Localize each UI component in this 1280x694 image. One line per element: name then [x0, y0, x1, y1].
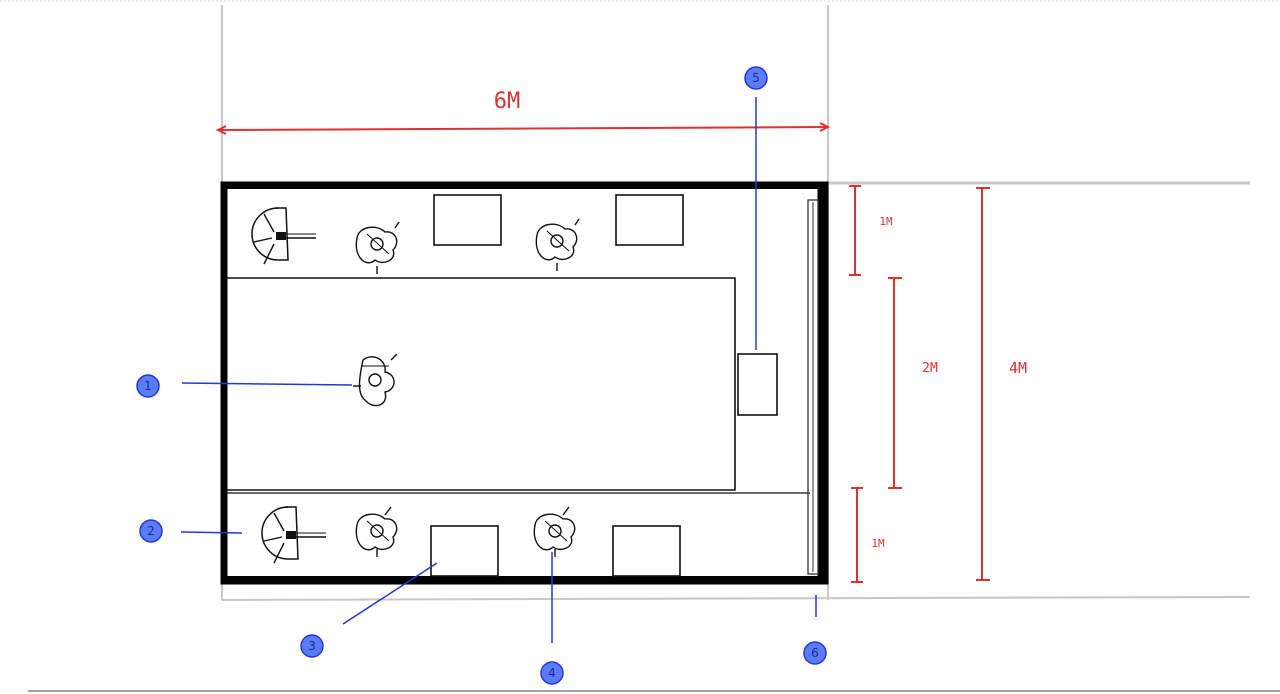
callout-marker-2: 2	[139, 519, 163, 543]
window-glazing	[807, 199, 819, 575]
callout-marker-6: 6	[803, 641, 827, 665]
callout-label-3: 3	[308, 639, 316, 653]
armchair-icon	[251, 207, 316, 265]
armchair-icon	[261, 506, 326, 564]
callout-leaders	[180, 97, 817, 643]
aisle-dimension-label: 2M	[922, 361, 938, 376]
callout-marker-3: 3	[300, 634, 324, 658]
desk-bottom-1	[430, 525, 499, 577]
chair-icon	[533, 506, 576, 557]
top-strip-dimension-label: 1M	[879, 215, 893, 228]
chair-icon	[355, 221, 400, 274]
corridor-bottom-line	[221, 596, 1251, 601]
cabinet-box	[737, 353, 778, 416]
desk-top-2	[615, 194, 684, 246]
width-dimension-label: 6M	[494, 89, 521, 114]
leader-2	[180, 531, 243, 534]
depth-dimension-label: 4M	[1009, 359, 1027, 377]
callout-marker-5: 5	[744, 66, 768, 90]
callout-label-5: 5	[752, 71, 760, 85]
callout-marker-4: 4	[540, 661, 564, 685]
dimension-width	[215, 122, 831, 135]
chair-icon	[535, 218, 580, 271]
desk-bottom-2	[612, 525, 681, 577]
dimension-top-strip	[849, 185, 861, 276]
chair-icon	[353, 353, 398, 407]
callout-marker-1: 1	[136, 374, 160, 398]
leader-3	[342, 562, 438, 625]
central-aisle-outline	[226, 277, 736, 491]
bottom-strip-dimension-label: 1M	[871, 537, 885, 550]
callout-label-2: 2	[147, 524, 155, 538]
dimension-bottom-strip	[851, 487, 863, 583]
callout-label-1: 1	[144, 379, 152, 393]
callout-label-6: 6	[811, 646, 819, 660]
dimension-depth	[976, 187, 990, 581]
callout-label-4: 4	[548, 666, 556, 680]
chair-icon	[355, 506, 398, 557]
desk-top-1	[433, 194, 502, 246]
dimension-aisle	[888, 277, 902, 489]
leader-1	[181, 382, 353, 386]
